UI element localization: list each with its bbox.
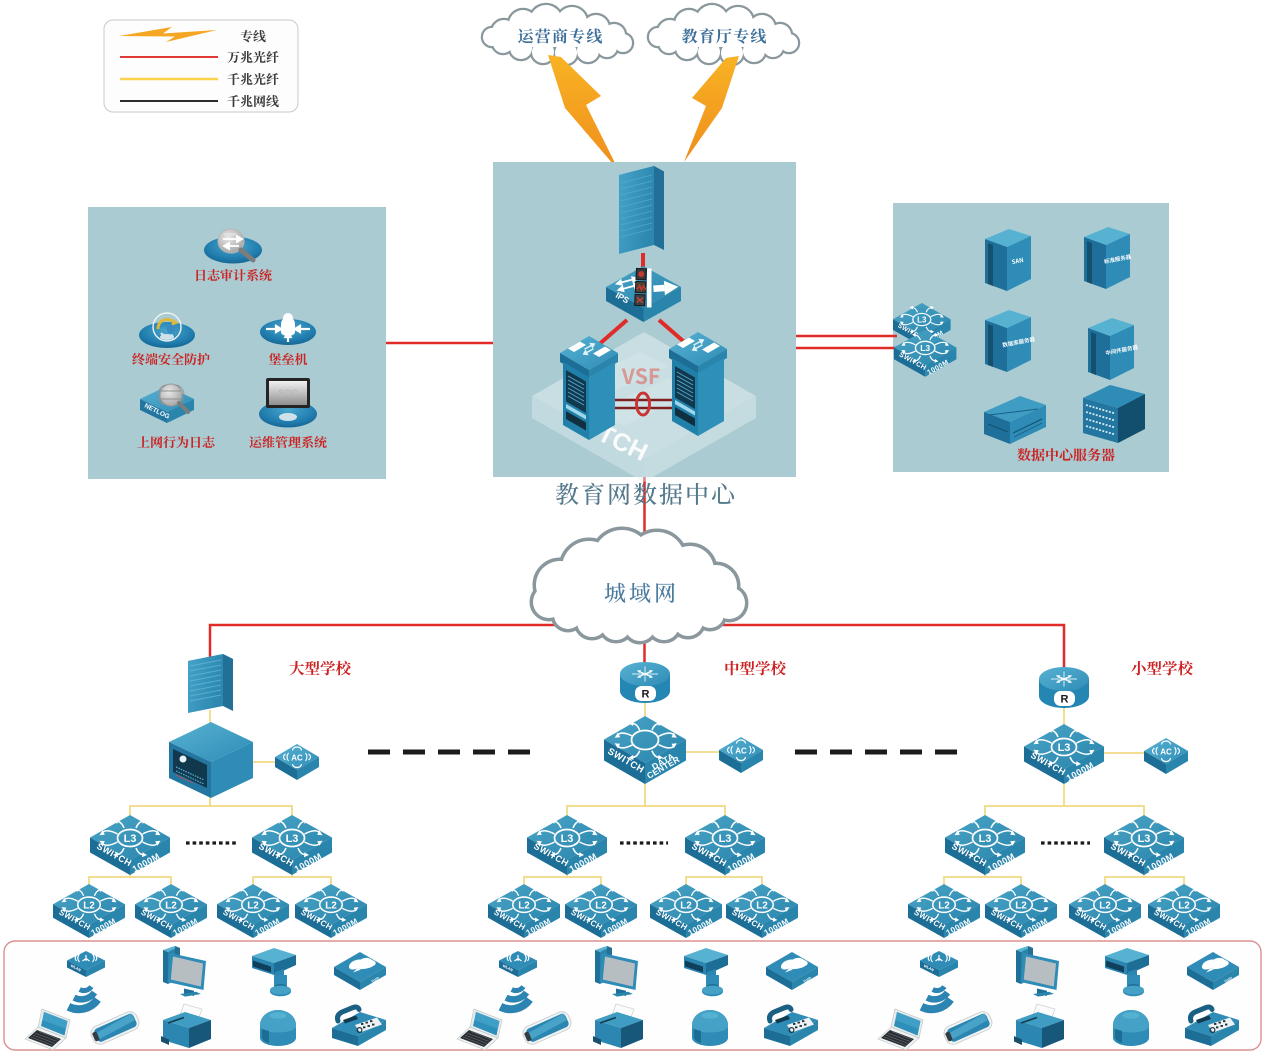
- svg-text:SOC: SOC: [278, 388, 298, 398]
